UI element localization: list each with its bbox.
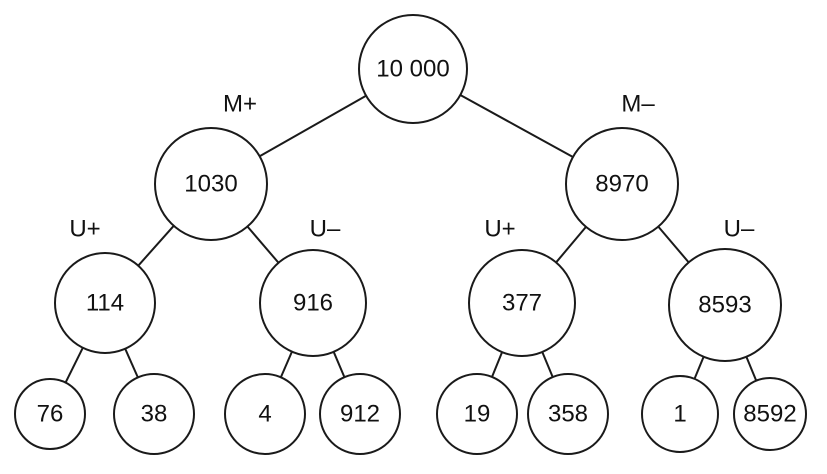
- edge-label-n1-n3: U+: [69, 216, 100, 243]
- edge-label-n2-n5: U+: [484, 216, 515, 243]
- tree-node-n4: 916: [259, 249, 367, 357]
- node-value: 8592: [743, 401, 796, 428]
- node-value: 4: [258, 401, 271, 428]
- edge-n4-n10: [332, 351, 346, 378]
- node-value: 8593: [698, 292, 751, 319]
- node-value: 8970: [595, 171, 648, 198]
- node-circle: [565, 127, 679, 241]
- node-circle: [154, 127, 268, 241]
- node-circle: [259, 249, 367, 357]
- node-circle: [436, 373, 518, 455]
- node-circle: [54, 252, 156, 354]
- edge-n3-n8: [124, 348, 139, 378]
- node-value: 10 000: [376, 56, 449, 83]
- node-value: 38: [141, 401, 168, 428]
- edge-n4-n9: [279, 351, 293, 378]
- edge-label-n1-n4: U–: [310, 216, 341, 243]
- tree-node-n13: 1: [641, 375, 719, 453]
- tree-node-n14: 8592: [733, 377, 807, 451]
- edge-n0-n1: [259, 94, 367, 158]
- node-circle: [527, 373, 609, 455]
- tree-node-n5: 377: [468, 249, 576, 357]
- tree-node-n12: 358: [527, 373, 609, 455]
- edge-label-n0-n2: M–: [621, 91, 655, 118]
- tree-node-n0: 10 000: [358, 14, 468, 124]
- node-value: 912: [340, 401, 380, 428]
- edge-n1-n3: [137, 225, 175, 267]
- node-circle: [733, 377, 807, 451]
- tree-node-n8: 38: [113, 373, 195, 455]
- tree-node-n11: 19: [436, 373, 518, 455]
- edge-n5-n11: [491, 351, 504, 378]
- edge-n1-n4: [246, 225, 280, 264]
- edge-label-n0-n1: M+: [223, 91, 257, 118]
- node-circle: [468, 249, 576, 357]
- node-circle: [668, 248, 782, 362]
- node-value: 19: [464, 401, 491, 428]
- edge-n6-n13: [693, 356, 705, 380]
- node-value: 377: [502, 290, 542, 317]
- edge-n2-n6: [657, 225, 690, 264]
- tree-node-n7: 76: [14, 378, 86, 450]
- node-circle: [14, 378, 86, 450]
- tree-node-n2: 8970: [565, 127, 679, 241]
- node-circle: [113, 373, 195, 455]
- node-circle: [358, 14, 468, 124]
- edge-n5-n12: [541, 351, 554, 378]
- node-circle: [224, 373, 306, 455]
- tree-node-n9: 4: [224, 373, 306, 455]
- edge-n6-n14: [745, 356, 758, 382]
- tree-node-n3: 114: [54, 252, 156, 354]
- node-value: 916: [293, 290, 333, 317]
- node-circle: [641, 375, 719, 453]
- tree-node-n1: 1030: [154, 127, 268, 241]
- node-value: 114: [86, 290, 124, 317]
- node-value: 1030: [184, 171, 237, 198]
- edge-labels-layer: M+ M– U+ U– U+ U–: [69, 91, 755, 243]
- node-value: 1: [673, 401, 686, 428]
- node-circle: [319, 373, 401, 455]
- node-value: 358: [548, 401, 588, 428]
- edge-n3-n7: [64, 347, 84, 384]
- edge-n0-n2: [459, 94, 574, 158]
- node-value: 76: [37, 401, 64, 428]
- edge-label-n2-n6: U–: [724, 216, 755, 243]
- tree-node-n10: 912: [319, 373, 401, 455]
- edges-layer: [64, 94, 758, 384]
- edge-n2-n5: [555, 226, 587, 264]
- tree-node-n6: 8593: [668, 248, 782, 362]
- nodes-layer: 10 000 1030 8970 114 916 377 8593 76 38 4 912 19 358…: [14, 14, 807, 455]
